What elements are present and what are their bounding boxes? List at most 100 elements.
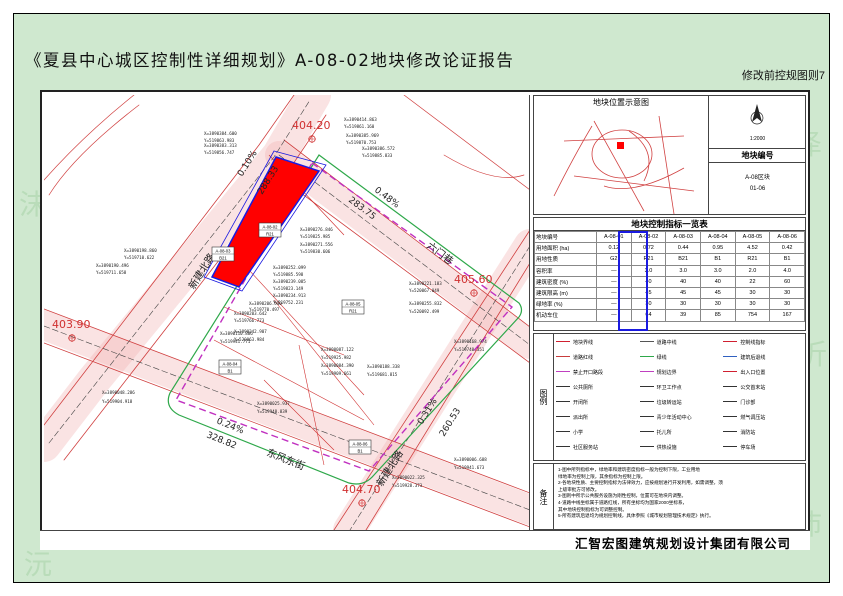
legend-label: 派出所	[573, 415, 589, 422]
plot-id: A-08-03	[216, 249, 232, 254]
legend-label: 禁止开口路段	[573, 369, 604, 376]
svg-text:沅: 沅	[24, 548, 52, 581]
legend-label: 出入口位置	[740, 369, 766, 376]
coordinate-label: Y=519770.497	[249, 307, 280, 312]
legend-item: 垃圾转运站	[639, 399, 720, 407]
highlight-column	[618, 231, 648, 331]
site-a08-02	[210, 156, 321, 288]
legend-item: 小学	[556, 429, 636, 437]
note-line: 2-各地块性质、主要控制指标为法律效力，应按规划进行开发利用，如需调整，须	[558, 480, 723, 486]
length-label: 328.82	[205, 431, 238, 452]
legend-item: 青少年活动中心	[639, 414, 720, 422]
legend-swatch-icon	[723, 416, 738, 419]
planning-boundary	[174, 161, 514, 472]
plot-use: B1	[227, 369, 233, 374]
coordinate-label: X=3890168.974	[454, 339, 487, 344]
table-cell: 167	[769, 309, 805, 322]
coordinate-label: Y=519766.773	[234, 318, 265, 323]
location-minimap: 地块位置示意图	[533, 95, 709, 215]
coordinate-label: Y=520067.049	[409, 288, 440, 293]
road-xinjian-north	[44, 95, 331, 462]
plot-use: B1	[357, 449, 363, 454]
legend-label: 消防站	[740, 430, 756, 437]
legend-item: 开闭所	[556, 399, 636, 407]
table-cell: 30	[769, 286, 805, 300]
table-cell: 45	[699, 286, 736, 300]
plot-id: A-08-04	[223, 362, 239, 367]
coordinate-label: Y=519885.598	[273, 272, 304, 277]
north-arrow-icon	[750, 104, 764, 125]
table-cell: 30	[769, 298, 805, 311]
road-xinjian-north-2	[333, 229, 529, 530]
legend-swatch-icon	[723, 370, 738, 374]
legend-label: 燃气调压站	[740, 415, 766, 422]
legend-label: 地块界线	[573, 339, 594, 346]
table-cell: 0.44	[665, 242, 701, 255]
side-panel: 地块位置示意图 1:2000 地块编号 A-08区块 01-06 地块控制指标一…	[533, 95, 806, 530]
scale-text: 1:2000	[749, 136, 766, 142]
coordinate-label: X=3890048.286	[102, 390, 135, 395]
plot-index: 地块编号 A-08区块 01-06	[709, 148, 806, 215]
legend-item: 派出所	[556, 414, 636, 422]
coordinate-label: X=3890188.338	[367, 364, 400, 369]
legend-swatch-icon	[723, 340, 738, 344]
notes: 备注 1-图中所列指标中，绿地率和建筑密度指标一般为控制下限，工业用地 绿地率为…	[533, 463, 806, 530]
north-scale-box: 1:2000	[709, 95, 806, 215]
table-cell: 0.72	[630, 242, 667, 255]
legend-label: 公共厕所	[573, 384, 594, 391]
table-cell: A-08-05	[734, 230, 771, 244]
legend-item: 建筑后退线	[723, 353, 803, 361]
coordinate-label: Y=519863.983	[204, 138, 235, 143]
legend-label: 控制线指标	[740, 339, 766, 346]
table-cell: 3.0	[665, 264, 701, 277]
legend-swatch-icon	[639, 416, 654, 419]
coordinate-label: Y=519928.373	[392, 483, 423, 488]
legend-label: 垃圾转运站	[656, 400, 682, 406]
coordinate-label: X=3890206.510	[249, 301, 282, 306]
legend-swatch-icon	[639, 340, 654, 344]
legend-item: 社区服务站	[556, 444, 636, 452]
coordinate-label: Y=519870.753	[346, 140, 377, 145]
coordinate-label: X=3890084.390	[321, 363, 354, 368]
legend-item: 停车场	[723, 444, 803, 452]
coordinate-label: Y=519861.160	[344, 124, 375, 129]
coordinate-label: X=3890255.832	[409, 301, 442, 306]
coordinate-label: X=3890385.969	[346, 133, 379, 138]
table-cell: A-08-02	[630, 230, 667, 244]
coordinate-label: X=3890221.183	[409, 281, 442, 286]
coordinate-label: X=3890025.937	[257, 401, 290, 406]
legend-item: 禁止开口路段	[556, 368, 636, 376]
row-header: 建筑限高 (m)	[534, 286, 597, 300]
legend-label: 托儿所	[656, 430, 672, 437]
coordinate-label: Y=519904.918	[102, 399, 133, 404]
coordinate-label: X=3890271.556	[300, 242, 333, 247]
legend-label: 开闭所	[573, 400, 589, 406]
legend-swatch-icon	[556, 431, 570, 434]
coordinate-label: Y=519710.622	[124, 255, 155, 260]
coordinate-label: Y=519925.982	[321, 355, 352, 360]
table-cell: 754	[734, 309, 771, 322]
legend-title: 图例	[534, 334, 554, 460]
legend-label: 道路红线	[573, 354, 594, 361]
legend-label: 公交首末站	[740, 384, 766, 391]
table-cell: B1	[699, 253, 736, 266]
coordinate-label: X=3890386.572	[362, 146, 395, 151]
table-cell: 30	[665, 298, 701, 311]
legend-swatch-icon	[723, 401, 738, 404]
table-cell: A-08-06	[769, 230, 805, 244]
row-header: 容积率	[534, 264, 597, 277]
coordinate-label: X=3890022.325	[392, 475, 425, 480]
coordinate-label: Y=519941.673	[454, 465, 485, 470]
coordinate-label: X=3890252.099	[273, 265, 306, 270]
legend-label: 环卫工作点	[656, 384, 682, 391]
legend-swatch-icon	[723, 446, 738, 449]
row-header: 地块编号	[534, 230, 597, 244]
table-cell: —	[596, 309, 632, 322]
note-line: 1-图中所列指标中，绿地率和建筑密度指标一般为控制下限，工业用地	[558, 467, 700, 472]
plot-id: A-08-02	[263, 225, 279, 230]
